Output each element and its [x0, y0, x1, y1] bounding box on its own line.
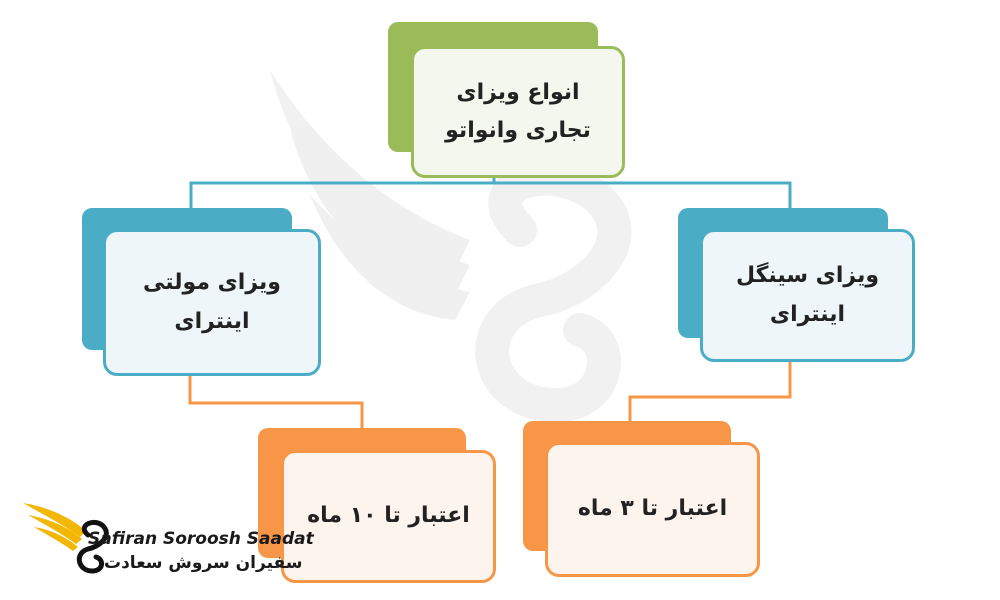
leaf-connectors: [188, 360, 792, 428]
validity-3-months-label: اعتبار تا ۳ ماه: [545, 442, 760, 577]
logo-persian-name: سفیران سروش سعادت: [104, 553, 303, 573]
root-node-label: انواع ویزای تجاری وانواتو: [411, 46, 625, 178]
single-entry-visa-label: ویزای سینگل اینترای: [700, 229, 915, 362]
phoenix-wing-icon: [23, 503, 109, 574]
logo-latin-name: Safiran Soroosh Saadat: [88, 529, 314, 549]
validity-10-months-label: اعتبار تا ۱۰ ماه: [281, 450, 496, 583]
company-logo: Safiran Soroosh Saadat سفیران سروش سعادت: [18, 495, 314, 585]
multi-entry-visa-label: ویزای مولتی اینترای: [103, 229, 321, 376]
